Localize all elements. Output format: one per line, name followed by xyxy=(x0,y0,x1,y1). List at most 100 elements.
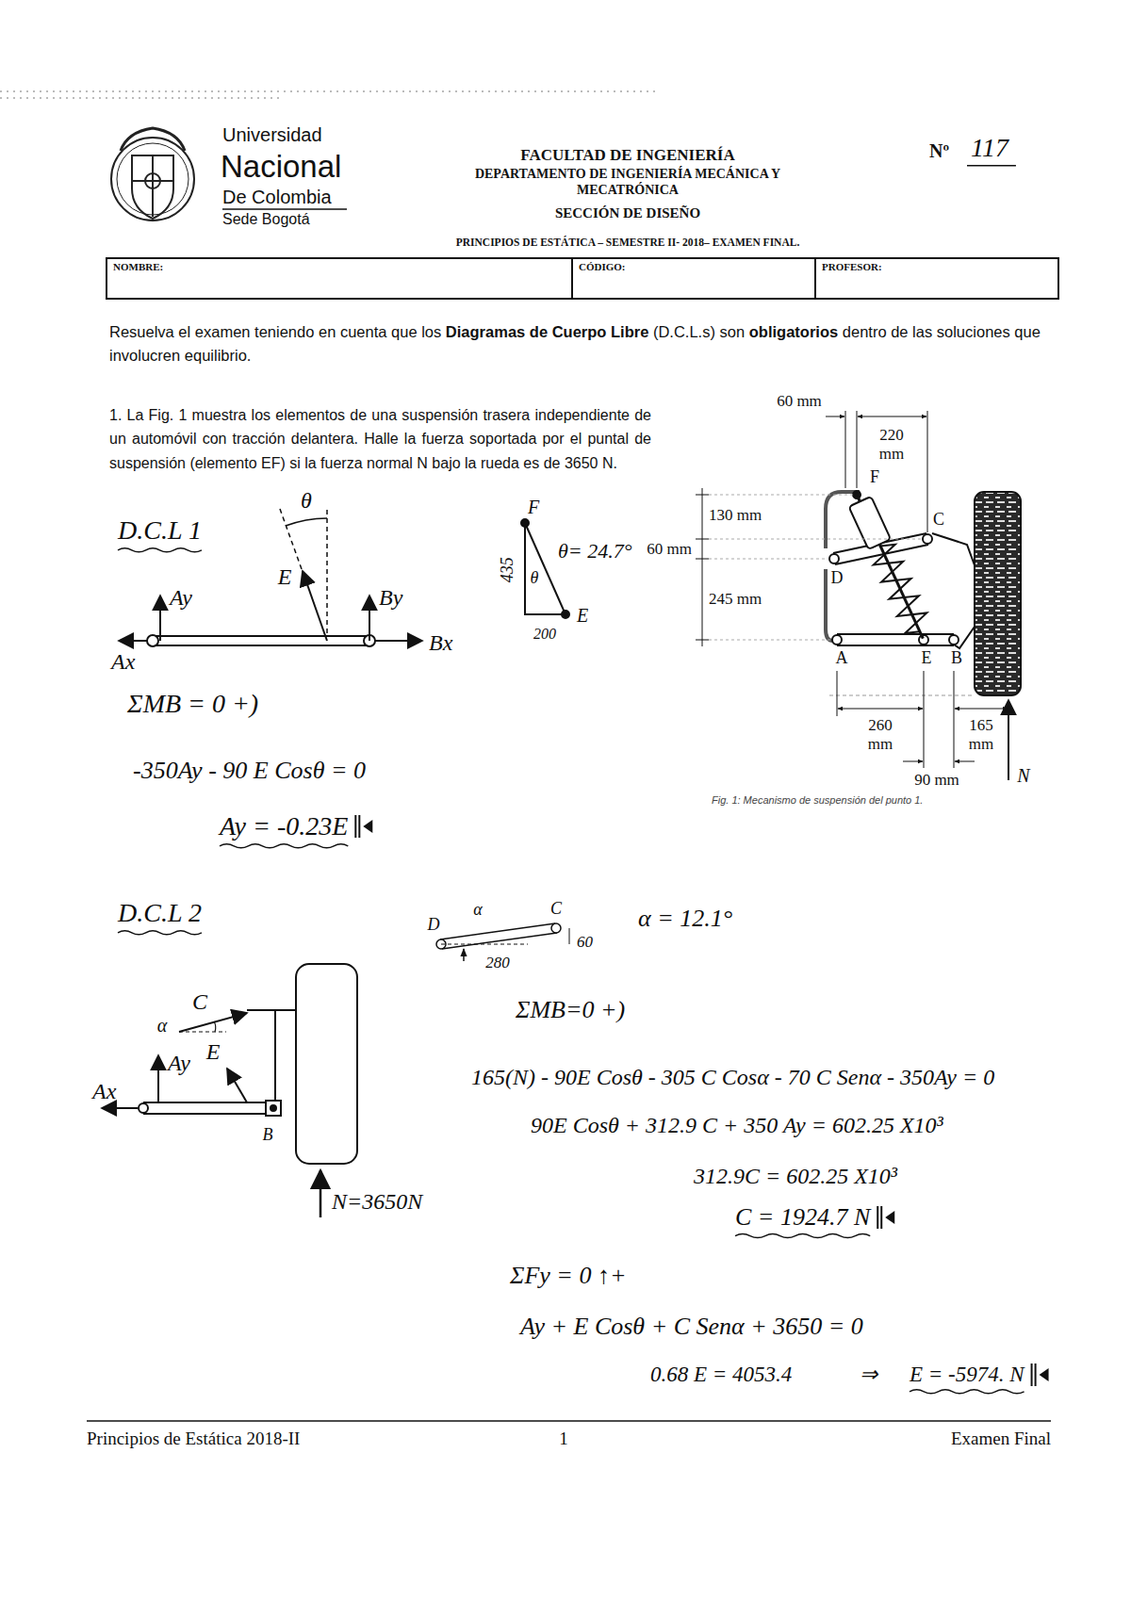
table-cell: CÓDIGO: xyxy=(571,257,817,300)
free-body-diagram-2 xyxy=(295,964,358,1164)
dimension-lines xyxy=(954,761,975,763)
header-rule xyxy=(222,208,347,211)
header-rule xyxy=(222,208,347,211)
free-body-diagram-2 xyxy=(179,1013,247,1033)
dimension-lines xyxy=(708,494,922,640)
cell-heading: CÓDIGO: xyxy=(573,259,815,275)
footer-rule xyxy=(86,1420,1051,1423)
tire xyxy=(974,491,1021,696)
handwritten-note: Ay = -0.23E xyxy=(219,810,348,843)
university-crest xyxy=(111,137,195,221)
handwritten-note: α xyxy=(157,1014,168,1037)
link-sketch xyxy=(441,944,528,946)
handwritten-note: N xyxy=(1016,764,1030,787)
handwritten-note: 0.68 E = 4053.4 xyxy=(650,1361,792,1389)
handwritten-note: 60 xyxy=(576,933,593,952)
free-body-diagram-2 xyxy=(227,1068,247,1103)
instruction-text: Diagramas de Cuerpo Libre xyxy=(445,323,649,341)
handwritten-note: 435 xyxy=(496,557,518,584)
strut xyxy=(849,496,892,550)
printed-label: 1. La Fig. 1 muestra los elementos de un… xyxy=(109,403,652,476)
handwritten-note: Ay + E Cosθ + C Senα + 3650 = 0 xyxy=(520,1311,864,1342)
handwritten-note: 165(N) - 90E Cosθ - 305 C Cosα - 70 C Se… xyxy=(471,1064,995,1092)
free-body-diagram-1 xyxy=(375,639,423,642)
printed-label: D xyxy=(831,568,844,590)
free-body-diagram-2 xyxy=(265,1100,281,1116)
handwritten-note: E xyxy=(576,604,589,627)
handwritten-note: θ xyxy=(530,568,540,590)
printed-label: FACULTAD DE INGENIERÍA xyxy=(520,146,735,165)
handwritten-note: ⇒ xyxy=(859,1361,878,1389)
university-crest xyxy=(131,155,174,219)
free-body-diagram-2 xyxy=(213,1021,216,1033)
instruction-text: obligatorios xyxy=(749,323,838,341)
free-body-diagram-1 xyxy=(285,518,328,526)
handwritten-note: C xyxy=(550,899,562,920)
printed-label: E xyxy=(921,648,933,670)
university-crest xyxy=(111,128,195,221)
number-underline xyxy=(967,164,1017,167)
free-body-diagram-1 xyxy=(152,636,370,646)
handwritten-note: 90E Cosθ + 312.9 C + 350 Ay = 602.25 X10… xyxy=(530,1112,944,1140)
free-body-diagram-2 xyxy=(179,1031,227,1033)
strut xyxy=(852,490,863,501)
strut xyxy=(867,540,933,638)
handwritten-note: θ xyxy=(300,487,312,515)
instructions: Resuelva el examen teniendo en cuenta qu… xyxy=(109,320,1062,368)
printed-label: Examen Final xyxy=(950,1428,1051,1451)
free-body-diagram-2 xyxy=(246,1010,296,1101)
handwritten-note: E xyxy=(206,1038,221,1066)
handwritten-note: Ax xyxy=(92,1078,116,1106)
dimension-lines xyxy=(837,708,923,710)
answer-mark xyxy=(355,815,360,838)
printed-label: SECCIÓN DE DISEÑO xyxy=(555,204,701,222)
free-body-diagram-2 xyxy=(270,1105,277,1112)
suspension-figure xyxy=(829,554,839,564)
handwritten-note: ΣFy = 0 ↑+ xyxy=(509,1261,626,1291)
answer-mark xyxy=(877,1206,882,1230)
free-body-diagram-2 xyxy=(101,1107,138,1110)
handwritten-note: 312.9C = 602.25 X10³ xyxy=(693,1163,898,1191)
printed-label: C xyxy=(933,509,945,531)
handwritten-note: 200 xyxy=(533,624,557,643)
wavy-underline xyxy=(909,1390,1025,1394)
answer-mark xyxy=(1032,1363,1036,1387)
handwritten-note: 280 xyxy=(485,953,510,973)
university-crest xyxy=(131,155,174,217)
printed-label: Universidad xyxy=(222,123,323,147)
university-crest xyxy=(120,128,185,151)
printed-label: 165 mm xyxy=(960,716,1002,755)
instruction-text: (D.C.L.s) son xyxy=(653,323,745,341)
printed-label: 245 mm xyxy=(708,590,762,609)
handwritten-note: ΣMB=0 +) xyxy=(515,995,625,1025)
handwritten-note: C xyxy=(192,988,208,1017)
printed-label: B xyxy=(950,648,963,670)
link-sketch xyxy=(551,923,561,934)
free-body-diagram-1 xyxy=(561,610,570,619)
handwritten-note: N=3650N xyxy=(331,1188,423,1216)
university-crest xyxy=(145,173,161,189)
answer-mark xyxy=(362,819,373,834)
free-body-diagram-1 xyxy=(521,519,529,527)
printed-label: 220 mm xyxy=(870,426,913,465)
printed-label: 1 xyxy=(558,1428,569,1451)
free-body-diagram-1 xyxy=(159,595,162,641)
handwritten-note: D.C.L 2 xyxy=(117,897,202,930)
printed-label: DEPARTAMENTO DE INGENIERÍA MECÁNICA Y ME… xyxy=(429,166,826,199)
dimension-lines xyxy=(845,410,928,533)
printed-label: F xyxy=(869,467,880,489)
free-body-diagram-1 xyxy=(118,639,148,642)
link-sketch xyxy=(462,949,465,962)
exam-title: PRINCIPIOS DE ESTÁTICA – SEMESTRE II- 20… xyxy=(456,236,801,250)
handwritten-note: Ay xyxy=(169,584,193,612)
lower-arm xyxy=(836,634,954,646)
free-body-diagram-2 xyxy=(101,964,358,1218)
dimension-lines xyxy=(857,416,927,418)
knuckle xyxy=(932,533,975,649)
printed-label: A xyxy=(835,648,849,670)
dimension-lines xyxy=(954,708,1008,710)
strut xyxy=(842,485,936,645)
suspension-figure xyxy=(922,534,933,544)
printed-label: 90 mm xyxy=(914,770,960,790)
